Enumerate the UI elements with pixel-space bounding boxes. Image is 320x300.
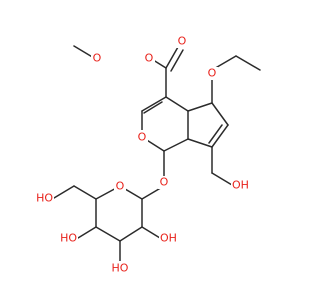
molecule-diagram: O O O O O OH O O HO OH HO HO — [34, 34, 261, 275]
bond-c2p-oh — [141, 226, 161, 239]
bond-c6-c7-double — [211, 124, 229, 148]
bond-c4p-c3p — [95, 226, 121, 242]
carbonyl-oxygen: O — [178, 35, 187, 48]
bond-methyl-o — [73, 45, 95, 59]
sugar-oh-c3: HO — [112, 262, 129, 275]
bond-c4a-c4 — [165, 96, 189, 112]
ethoxy-oxygen: O — [208, 67, 217, 80]
bond-c1-c7a — [163, 138, 189, 152]
sugar-oh-c2: OH — [160, 232, 177, 245]
bonds — [53, 45, 261, 264]
bond-c5-c6 — [211, 102, 229, 126]
bond-c4a-c5 — [187, 102, 213, 112]
bond-c6p-oh — [53, 185, 75, 199]
bond-carbonyl-double-b — [170, 49, 184, 72]
structure-svg: O O O O O OH O O HO OH HO HO — [34, 34, 261, 275]
bond-c5p-c6p — [73, 185, 97, 200]
hydroxymethyl-oh: OH — [232, 179, 249, 192]
glycosidic-oxygen: O — [160, 176, 169, 189]
bond-ch2-ch3 — [235, 55, 261, 71]
sugar-ch2oh: HO — [36, 192, 53, 205]
bond-c4-c3-double — [141, 96, 167, 112]
bond-c6-c7-inner — [208, 124, 223, 144]
pyran-ring-oxygen: O — [138, 131, 147, 144]
atom-labels: O O O O O OH O O HO OH HO HO — [34, 35, 251, 275]
bond-c4p-oh — [77, 226, 97, 239]
ester-ether-oxygen: O — [145, 52, 154, 65]
bond-c7-c7a — [187, 138, 213, 148]
bond-c3p-c2p — [119, 226, 143, 242]
bond-ch2-oh — [211, 172, 233, 186]
bond-c4-c3-inner — [143, 101, 163, 114]
sugar-ring-oxygen: O — [116, 180, 125, 193]
bond-carbonyl-double-a — [165, 46, 179, 69]
methyl-ester-oxygen: O — [93, 52, 102, 65]
sugar-oh-c4: HO — [60, 232, 77, 245]
